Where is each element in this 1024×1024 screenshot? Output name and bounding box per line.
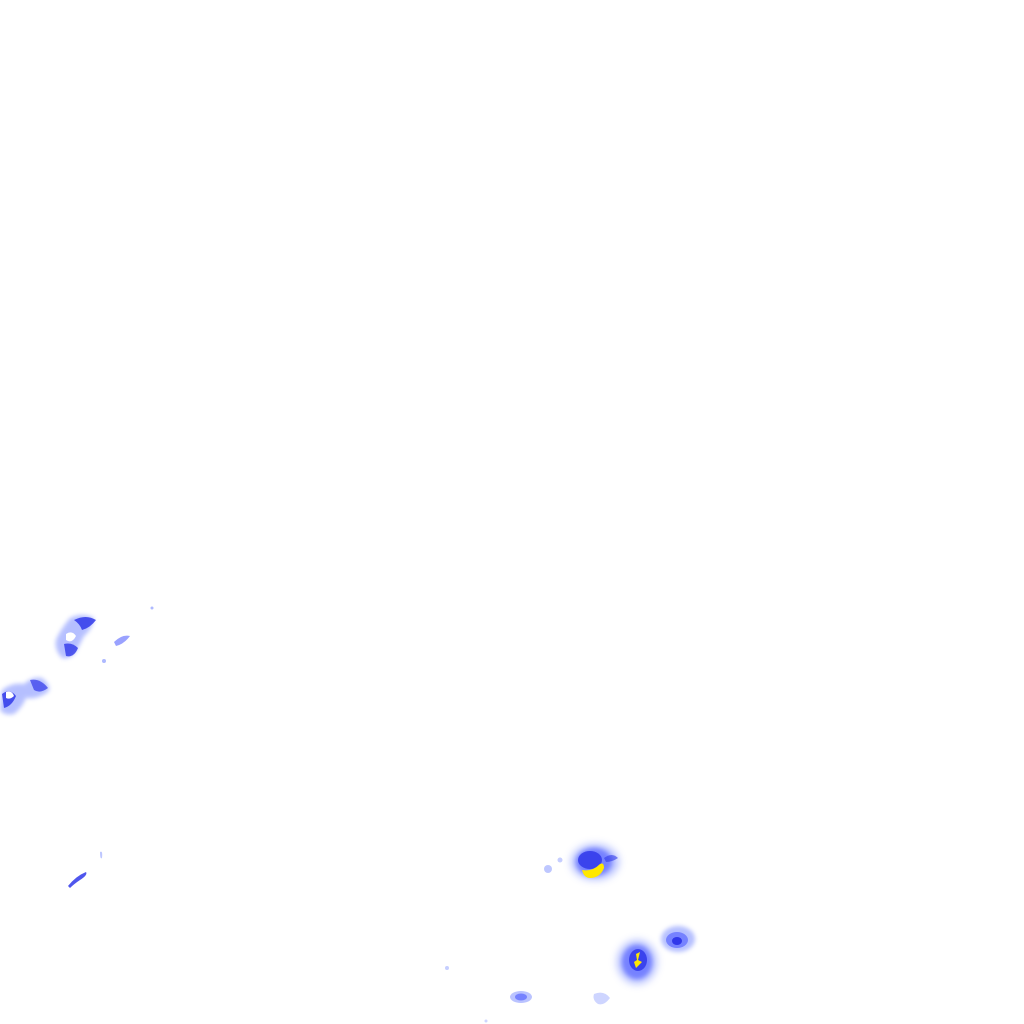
storm-cell-south	[617, 940, 657, 984]
echo-cluster-northwest-2	[0, 677, 50, 715]
echo-streak-southwest	[68, 851, 103, 888]
echo-cluster-northwest-1	[55, 615, 96, 659]
echo-cells-south	[445, 966, 610, 1023]
storm-cell-east	[661, 926, 695, 952]
intense-core	[582, 863, 604, 878]
intense-core	[634, 952, 642, 968]
echo-specks-northwest	[102, 606, 154, 663]
storm-cell-central	[544, 844, 619, 880]
